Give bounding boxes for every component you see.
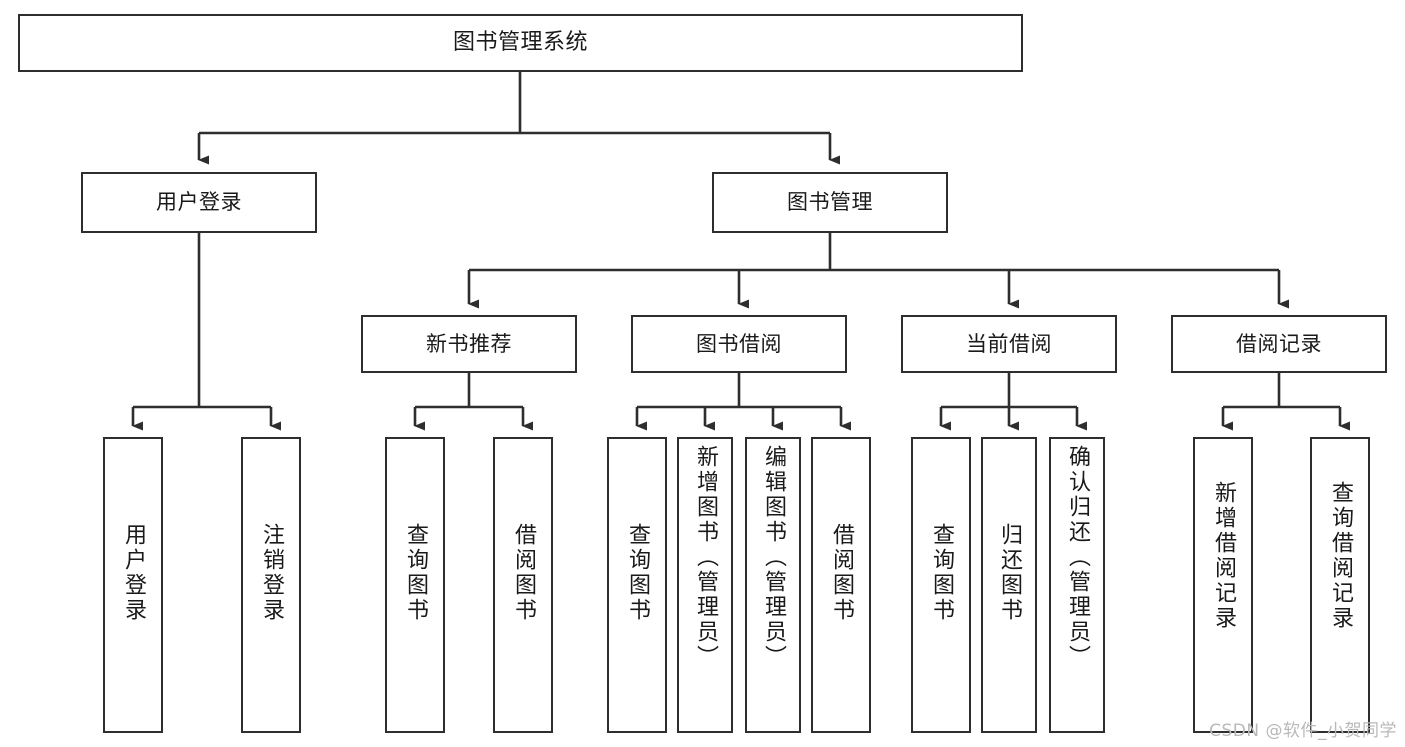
leaf-add-borrow-record[interactable]: 新增借阅记录 bbox=[1193, 437, 1253, 733]
node-borrow-record[interactable]: 借阅记录 bbox=[1171, 315, 1387, 373]
leaf-user-login[interactable]: 用户登录 bbox=[103, 437, 163, 733]
leaf-borrow-book-borrow[interactable]: 借阅图书 bbox=[811, 437, 871, 733]
node-new-book-recommend[interactable]: 新书推荐 bbox=[361, 315, 577, 373]
leaf-return-book[interactable]: 归还图书 bbox=[981, 437, 1037, 733]
node-label: 借阅记录 bbox=[1236, 331, 1322, 356]
leaf-add-book-admin[interactable]: 新增图书（管理员） bbox=[677, 437, 733, 733]
node-label: 新增借阅记录 bbox=[1211, 481, 1236, 631]
node-user-login[interactable]: 用户登录 bbox=[81, 172, 317, 233]
leaf-query-borrow-record[interactable]: 查询借阅记录 bbox=[1310, 437, 1370, 733]
leaf-borrow-book-recommend[interactable]: 借阅图书 bbox=[493, 437, 553, 733]
leaf-query-book-current[interactable]: 查询图书 bbox=[911, 437, 971, 733]
node-label: 图书管理 bbox=[787, 190, 873, 215]
node-book-manage[interactable]: 图书管理 bbox=[712, 172, 948, 233]
leaf-query-book-borrow[interactable]: 查询图书 bbox=[607, 437, 667, 733]
node-label: 借阅图书 bbox=[511, 523, 536, 623]
node-label: 注销登录 bbox=[259, 523, 284, 623]
node-label: 新书推荐 bbox=[426, 331, 512, 356]
node-label: 当前借阅 bbox=[966, 331, 1052, 356]
leaf-logout-login[interactable]: 注销登录 bbox=[241, 437, 301, 733]
watermark-text: CSDN @软件_小贺同学 bbox=[1209, 721, 1397, 741]
node-label: 编辑图书（管理员） bbox=[761, 445, 786, 670]
node-label: 用户登录 bbox=[156, 190, 242, 215]
node-label: 图书借阅 bbox=[696, 331, 782, 356]
node-label: 查询借阅记录 bbox=[1328, 481, 1353, 631]
node-label: 查询图书 bbox=[625, 523, 650, 623]
node-label: 查询图书 bbox=[403, 523, 428, 623]
leaf-confirm-return-admin[interactable]: 确认归还（管理员） bbox=[1049, 437, 1105, 733]
node-label: 确认归还（管理员） bbox=[1065, 445, 1090, 670]
node-label: 新增图书（管理员） bbox=[693, 445, 718, 670]
node-label: 用户登录 bbox=[121, 523, 146, 623]
node-current-borrow[interactable]: 当前借阅 bbox=[901, 315, 1117, 373]
node-root-book-management-system[interactable]: 图书管理系统 bbox=[18, 14, 1023, 72]
node-label: 图书管理系统 bbox=[452, 29, 588, 55]
leaf-query-book-recommend[interactable]: 查询图书 bbox=[385, 437, 445, 733]
node-label: 归还图书 bbox=[997, 523, 1022, 623]
node-label: 借阅图书 bbox=[829, 523, 854, 623]
node-book-borrow[interactable]: 图书借阅 bbox=[631, 315, 847, 373]
leaf-edit-book-admin[interactable]: 编辑图书（管理员） bbox=[745, 437, 801, 733]
node-label: 查询图书 bbox=[929, 523, 954, 623]
